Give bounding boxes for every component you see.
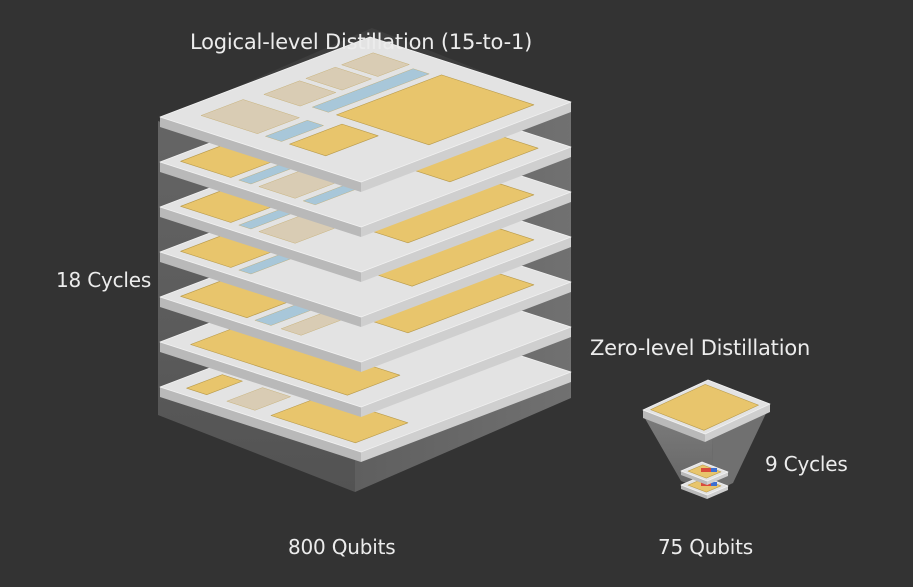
zero-top-layer-edge-right [705, 404, 770, 442]
logical-layer-edge-left [160, 252, 361, 327]
logical-layer [159, 36, 572, 192]
logical-layer-edge-left [160, 387, 361, 462]
blue-channel [265, 120, 324, 142]
gold-patch [186, 374, 243, 396]
logical-layer-edge-right [361, 237, 571, 327]
gold-patch [190, 324, 401, 396]
logical-layer-edge-right [361, 102, 571, 192]
logical-layer-edge-left [160, 162, 361, 237]
beige-patch [263, 80, 336, 107]
logical-layer-edge-left [160, 117, 361, 192]
zero-layer-edge-left [681, 471, 707, 485]
blue-channel [312, 68, 430, 113]
zero-cycles-label: 9 Cycles [765, 452, 848, 476]
zero-stack [642, 379, 771, 499]
red-marker [701, 468, 711, 472]
logical-layer-edge-right [361, 147, 571, 237]
logical-layer-edge-left [160, 342, 361, 417]
logical-layer-edge-right [361, 192, 571, 282]
beige-patch [341, 52, 410, 77]
logical-layer-edge-left [160, 297, 361, 372]
logical-stack [158, 28, 572, 492]
beige-patch [200, 99, 300, 134]
zero-distillation-title: Zero-level Distillation [590, 336, 811, 360]
gold-patch [650, 384, 759, 431]
logical-layer-edge-right [361, 327, 571, 417]
logical-layer-edge-left [160, 207, 361, 282]
zero-qubits-label: 75 Qubits [658, 535, 753, 559]
blue-marker [711, 482, 717, 486]
logical-cycles-label: 18 Cycles [56, 268, 152, 292]
zero-top-layer [642, 379, 771, 442]
gold-patch [270, 395, 409, 444]
zero-layer [680, 461, 729, 485]
blue-marker [711, 468, 717, 472]
zero-top-layer-edge-left [643, 410, 705, 442]
logical-qubits-label: 800 Qubits [288, 535, 396, 559]
zero-layer-edge-left [681, 485, 707, 499]
logical-layer-edge-right [361, 372, 571, 462]
logical-layer-edge-right [361, 282, 571, 372]
beige-patch [226, 387, 291, 411]
logical-distillation-title: Logical-level Distillation (15-to-1) [190, 30, 533, 54]
gold-patch [336, 74, 535, 146]
zero-layer-edge-right [707, 472, 728, 485]
gold-patch [289, 123, 379, 157]
zero-layer-edge-right [707, 486, 728, 499]
beige-patch [305, 67, 372, 91]
